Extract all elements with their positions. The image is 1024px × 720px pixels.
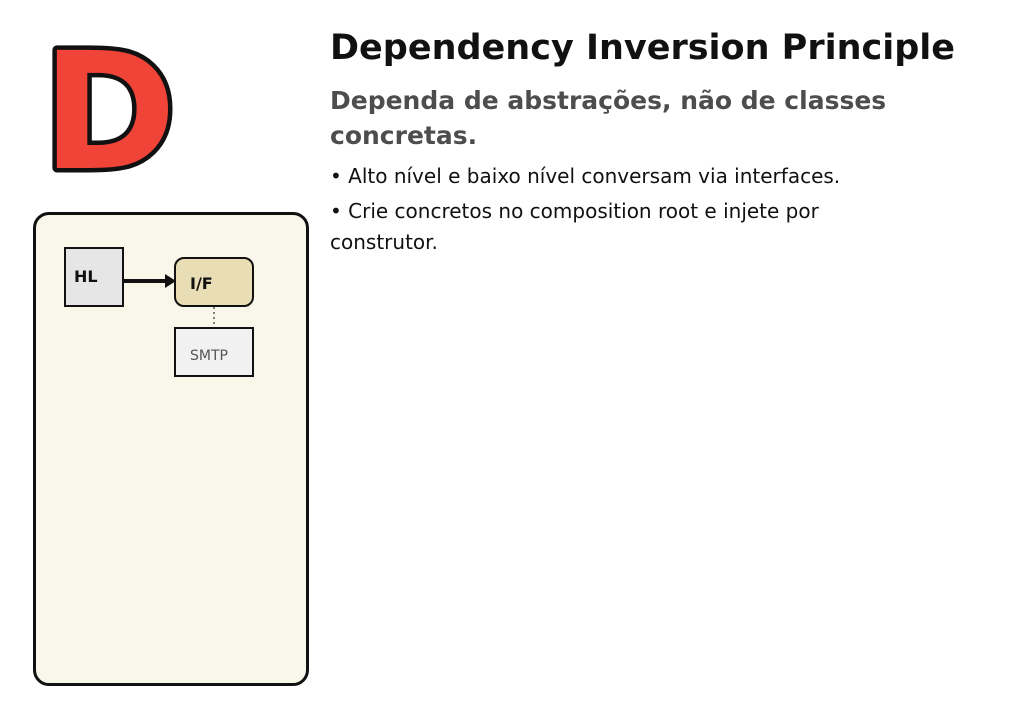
logo-letter-d: D (38, 36, 181, 186)
bullet-list: • Alto nível e baixo nível conversam via… (330, 161, 930, 258)
bullet-item-interfaces: • Alto nível e baixo nível conversam via… (330, 164, 841, 188)
logo-letter-text: D (42, 36, 176, 186)
dependency-arrow-head (165, 274, 176, 288)
interface-box: I/F (174, 257, 254, 307)
bullet-item-composition-root: • Crie concretos no composition root e i… (330, 199, 819, 254)
dependency-diagram-panel: HL I/F SMTP (33, 212, 309, 686)
diagram-connectors (124, 274, 215, 327)
page-subtitle: Dependa de abstrações, não de classes co… (330, 86, 887, 150)
smtp-implementation-box: SMTP (174, 327, 254, 377)
high-level-module-box: HL (64, 247, 124, 307)
principle-description: Dependency Inversion Principle Dependa d… (330, 28, 1000, 262)
page-title: Dependency Inversion Principle (330, 28, 956, 68)
